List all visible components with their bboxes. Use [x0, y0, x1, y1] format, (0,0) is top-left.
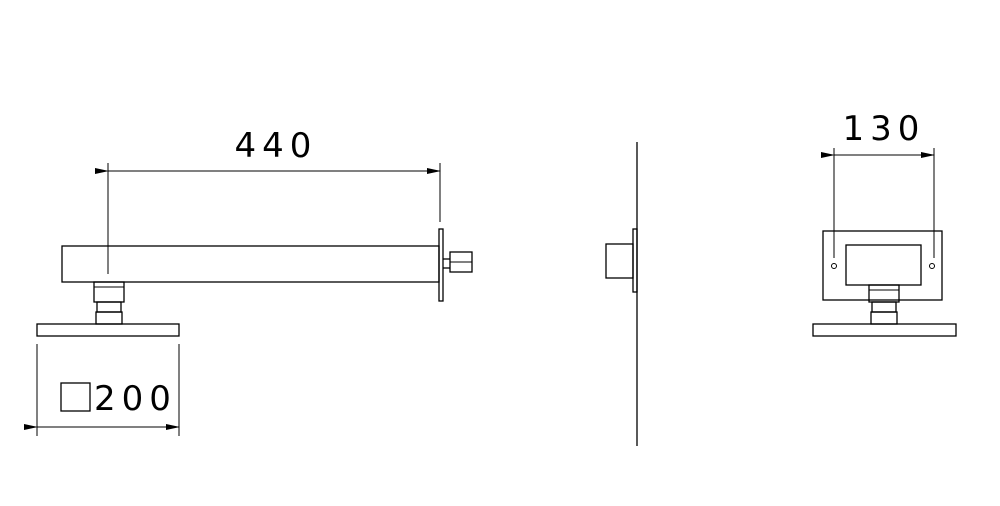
arm-stub-section [605, 243, 634, 279]
end-swivel-neck [871, 301, 897, 313]
arm-cross-section [845, 244, 922, 286]
swivel-neck [96, 301, 122, 313]
wall-flange [438, 228, 444, 302]
end-swivel-collar [870, 311, 898, 325]
dimension-200: 200 [24, 344, 180, 436]
shower-arm [61, 245, 440, 283]
shower-head-plate [36, 323, 180, 337]
dimension-200-label: 200 [94, 379, 177, 419]
dimension-130: 130 [821, 109, 935, 258]
dimension-440: 440 [95, 126, 441, 274]
end-wall-plate [822, 230, 943, 301]
square-symbol [60, 382, 91, 412]
wall-section-view [605, 142, 638, 446]
dimension-130-label: 130 [843, 109, 926, 149]
mounting-hole-right [929, 263, 935, 269]
side-view: 440 200 [24, 126, 473, 436]
swivel-collar [95, 311, 123, 325]
end-view: 130 [812, 109, 957, 337]
mounting-hole-left [831, 263, 837, 269]
dimension-440-label: 440 [235, 126, 318, 166]
end-shower-head-plate [812, 323, 957, 337]
swivel-joint [93, 281, 125, 303]
